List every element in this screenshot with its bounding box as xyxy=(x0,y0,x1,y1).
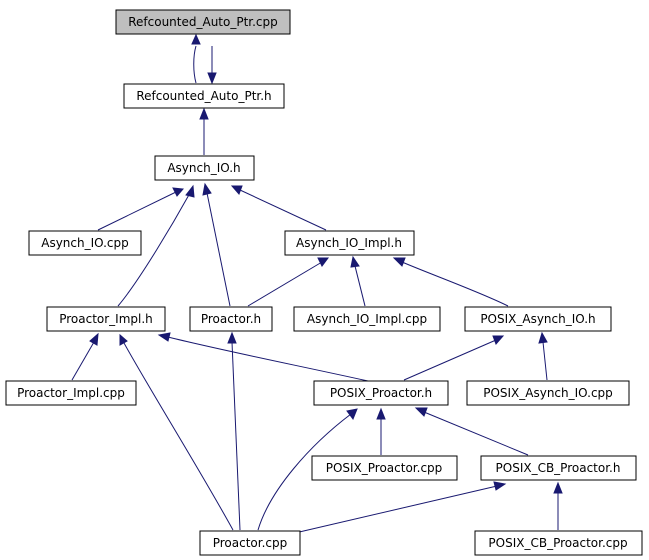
node-label: POSIX_Proactor.h xyxy=(330,386,432,400)
node-posix-cb-proactor-cpp[interactable]: POSIX_CB_Proactor.cpp xyxy=(474,530,643,556)
arrowhead-icon xyxy=(350,255,360,268)
edge-proactor-cpp-to-proactor-h xyxy=(231,341,241,531)
edge-proactor-cpp-to-proactor-impl-h xyxy=(123,342,234,531)
node-label: Proactor.h xyxy=(201,312,261,326)
node-label: Asynch_IO.cpp xyxy=(41,236,129,250)
arrowhead-icon xyxy=(207,72,217,85)
node-label: Proactor.cpp xyxy=(213,536,288,550)
node-proactor-impl-cpp[interactable]: Proactor_Impl.cpp xyxy=(5,380,137,406)
node-label: POSIX_Asynch_IO.cpp xyxy=(483,386,613,400)
arrowhead-icon xyxy=(493,481,507,491)
node-proactor-cpp[interactable]: Proactor.cpp xyxy=(199,530,301,556)
node-label: Proactor_Impl.cpp xyxy=(17,386,125,400)
node-proactor-impl-h[interactable]: Proactor_Impl.h xyxy=(46,306,166,332)
node-label: Proactor_Impl.h xyxy=(59,312,153,326)
node-label: POSIX_Asynch_IO.h xyxy=(480,312,595,326)
edge-proactor-cpp-to-posix-proactor-h xyxy=(257,413,352,531)
node-asynch-io-impl-cpp[interactable]: Asynch_IO_Impl.cpp xyxy=(293,306,441,332)
arrowhead-icon xyxy=(553,481,563,494)
edge-posix-asynchio-h-to-impl-h xyxy=(401,261,509,307)
node-label: Asynch_IO_Impl.cpp xyxy=(307,312,427,326)
edge-posix-cb-proactor-h-to-posix-proactor-h xyxy=(423,411,529,456)
node-label: Asynch_IO.h xyxy=(167,161,240,175)
edge-proactor-impl-cpp-to-h xyxy=(71,341,95,381)
arrowhead-icon xyxy=(346,408,358,421)
edge-asynchio-cpp-to-h xyxy=(97,191,177,231)
node-label: POSIX_CB_Proactor.h xyxy=(496,461,621,475)
node-label: Asynch_IO_Impl.h xyxy=(296,236,402,250)
edge-posix-proactor-h-to-posix-asynchio-h xyxy=(403,339,497,381)
arrowhead-icon xyxy=(392,257,406,267)
arrowhead-icon xyxy=(376,407,386,420)
node-label: POSIX_CB_Proactor.cpp xyxy=(488,536,627,550)
arrowhead-icon xyxy=(538,331,548,344)
edge-proactor-h-to-impl-h xyxy=(247,261,323,307)
edge-posix-proactor-h-to-proactor-impl-h xyxy=(167,336,369,382)
arrowhead-icon xyxy=(185,184,195,198)
arrowhead-icon xyxy=(230,185,243,195)
arrowhead-icon xyxy=(191,33,201,45)
arrowhead-icon xyxy=(172,187,185,197)
node-asynch-io-cpp[interactable]: Asynch_IO.cpp xyxy=(28,230,142,256)
node-refcounted-auto-ptr-h[interactable]: Refcounted_Auto_Ptr.h xyxy=(123,83,285,109)
edge-h-to-cpp xyxy=(193,45,197,84)
arrowhead-icon xyxy=(227,331,237,344)
graph-edges xyxy=(71,33,563,534)
edge-proactor-h-to-asynchio-h xyxy=(206,192,231,307)
node-label: Refcounted_Auto_Ptr.cpp xyxy=(128,15,278,29)
arrowhead-icon xyxy=(317,257,329,267)
edge-impl-cpp-to-impl-h xyxy=(354,265,366,307)
edge-asynchio-impl-h-to-asynchio-h xyxy=(239,189,327,231)
arrowhead-icon xyxy=(89,332,99,346)
edge-posix-asynchio-cpp-to-h xyxy=(542,341,548,381)
edge-proactor-cpp-to-posix-cb-proactor-h xyxy=(294,485,498,534)
node-proactor-h[interactable]: Proactor.h xyxy=(189,306,273,332)
arrowhead-icon xyxy=(157,332,171,342)
arrowhead-icon xyxy=(414,407,428,417)
arrowhead-icon xyxy=(202,182,212,196)
arrowhead-icon xyxy=(199,107,209,120)
graph-nodes: Refcounted_Auto_Ptr.cpp Refcounted_Auto_… xyxy=(5,9,643,556)
node-refcounted-auto-ptr-cpp[interactable]: Refcounted_Auto_Ptr.cpp xyxy=(115,9,291,35)
node-posix-proactor-h[interactable]: POSIX_Proactor.h xyxy=(313,380,449,406)
node-label: POSIX_Proactor.cpp xyxy=(326,461,443,475)
arrowhead-icon xyxy=(119,333,128,346)
arrowhead-icon xyxy=(492,335,505,345)
node-posix-asynch-io-cpp[interactable]: POSIX_Asynch_IO.cpp xyxy=(466,380,630,406)
node-label: Refcounted_Auto_Ptr.h xyxy=(136,89,271,103)
node-posix-cb-proactor-h[interactable]: POSIX_CB_Proactor.h xyxy=(480,455,637,481)
edge-proactor-impl-h-to-asynchio-h xyxy=(117,192,191,307)
node-posix-proactor-cpp[interactable]: POSIX_Proactor.cpp xyxy=(311,455,458,481)
node-posix-asynch-io-h[interactable]: POSIX_Asynch_IO.h xyxy=(464,306,612,332)
node-asynch-io-impl-h[interactable]: Asynch_IO_Impl.h xyxy=(284,230,415,256)
node-asynch-io-h[interactable]: Asynch_IO.h xyxy=(154,155,255,181)
